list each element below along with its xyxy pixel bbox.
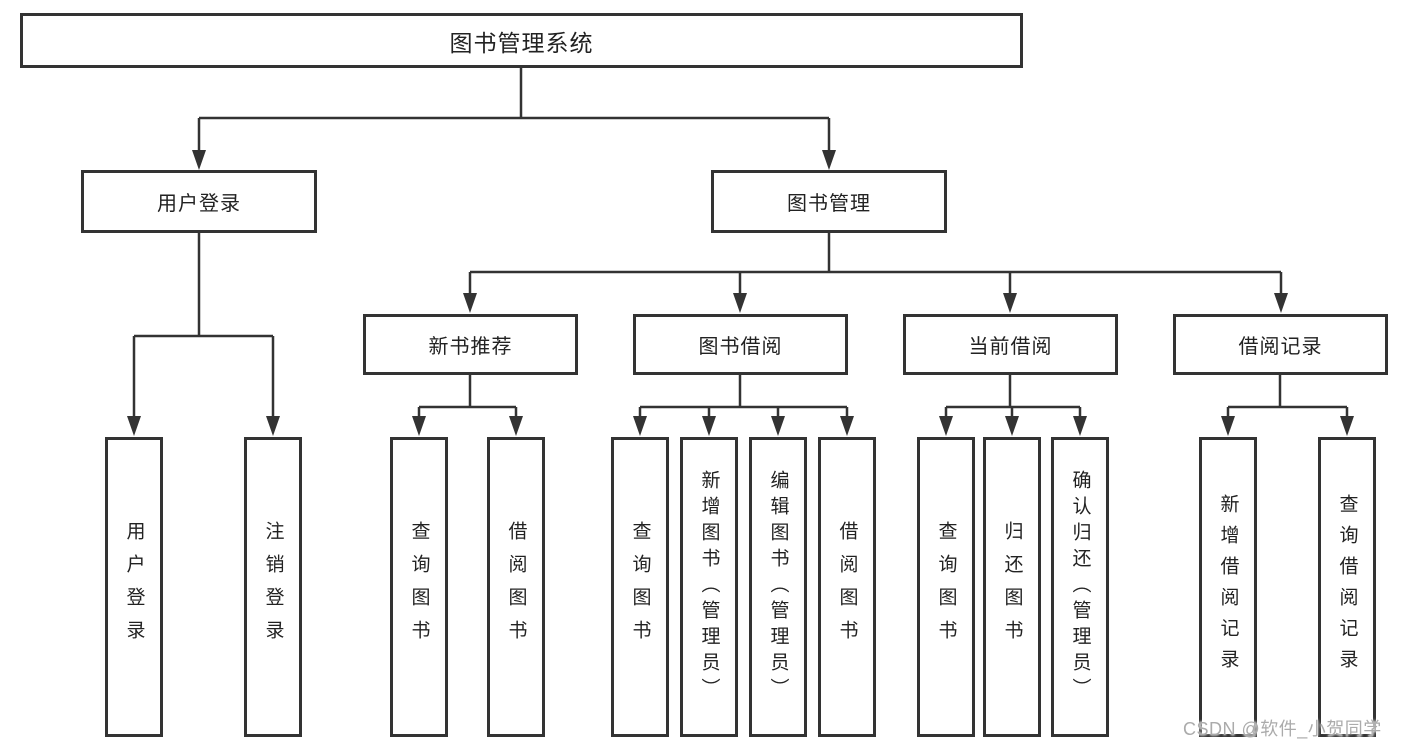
node-label: 借阅记录 xyxy=(1238,336,1323,358)
leaf-label: 查询图书 xyxy=(629,521,651,653)
node-library-management-system: 图书管理系统 xyxy=(20,13,1023,68)
node-label: 当前借阅 xyxy=(968,336,1053,358)
csdn-watermark: CSDN @软件_小贺同学 xyxy=(1183,719,1382,739)
leaf-logout: 注销登录 xyxy=(244,437,302,737)
leaf-label: 查询图书 xyxy=(408,521,430,653)
node-label: 图书管理系统 xyxy=(449,29,594,56)
leaf-label: 编辑图书（管理员） xyxy=(767,470,789,704)
node-user-login: 用户登录 xyxy=(81,170,317,233)
leaf-label: 借阅图书 xyxy=(836,521,858,653)
connector-current-to-leaves xyxy=(939,375,1087,436)
leaf-br-query-record: 查询借阅记录 xyxy=(1318,437,1376,737)
node-book-borrowing: 图书借阅 xyxy=(633,314,848,375)
leaf-label: 归还图书 xyxy=(1001,521,1023,653)
leaf-br-add-record: 新增借阅记录 xyxy=(1199,437,1257,737)
leaf-label: 确认归还（管理员） xyxy=(1069,470,1091,704)
node-current-borrowing: 当前借阅 xyxy=(903,314,1118,375)
leaf-label: 查询图书 xyxy=(935,521,957,653)
node-borrowing-records: 借阅记录 xyxy=(1173,314,1388,375)
leaf-label: 借阅图书 xyxy=(505,521,527,653)
leaf-label: 查询借阅记录 xyxy=(1336,494,1358,680)
leaf-nbr-borrow-books: 借阅图书 xyxy=(487,437,545,737)
leaf-nbr-query-books: 查询图书 xyxy=(390,437,448,737)
node-label: 图书借阅 xyxy=(698,336,783,358)
node-label: 图书管理 xyxy=(787,193,871,215)
connector-borrowing-to-leaves xyxy=(633,375,854,436)
leaf-label: 注销登录 xyxy=(262,521,284,653)
leaf-cb-query-books: 查询图书 xyxy=(917,437,975,737)
connector-root-to-level2 xyxy=(192,68,836,170)
leaf-cb-return-books: 归还图书 xyxy=(983,437,1041,737)
node-label: 用户登录 xyxy=(157,193,241,215)
node-book-management: 图书管理 xyxy=(711,170,947,233)
leaf-label: 新增借阅记录 xyxy=(1217,494,1239,680)
leaf-label: 用户登录 xyxy=(123,521,145,653)
leaf-bb-edit-books-admin: 编辑图书（管理员） xyxy=(749,437,807,737)
leaf-label: 新增图书（管理员） xyxy=(698,470,720,704)
connector-book-mgmt-to-level3 xyxy=(463,233,1288,313)
leaf-cb-confirm-return-admin: 确认归还（管理员） xyxy=(1051,437,1109,737)
node-new-book-recommend: 新书推荐 xyxy=(363,314,578,375)
connector-new-book-to-leaves xyxy=(412,375,523,436)
leaf-bb-query-books: 查询图书 xyxy=(611,437,669,737)
leaf-bb-add-books-admin: 新增图书（管理员） xyxy=(680,437,738,737)
connector-records-to-leaves xyxy=(1221,375,1354,436)
connector-user-login-to-leaves xyxy=(127,233,280,436)
node-label: 新书推荐 xyxy=(428,336,513,358)
leaf-bb-borrow-books: 借阅图书 xyxy=(818,437,876,737)
leaf-user-login: 用户登录 xyxy=(105,437,163,737)
